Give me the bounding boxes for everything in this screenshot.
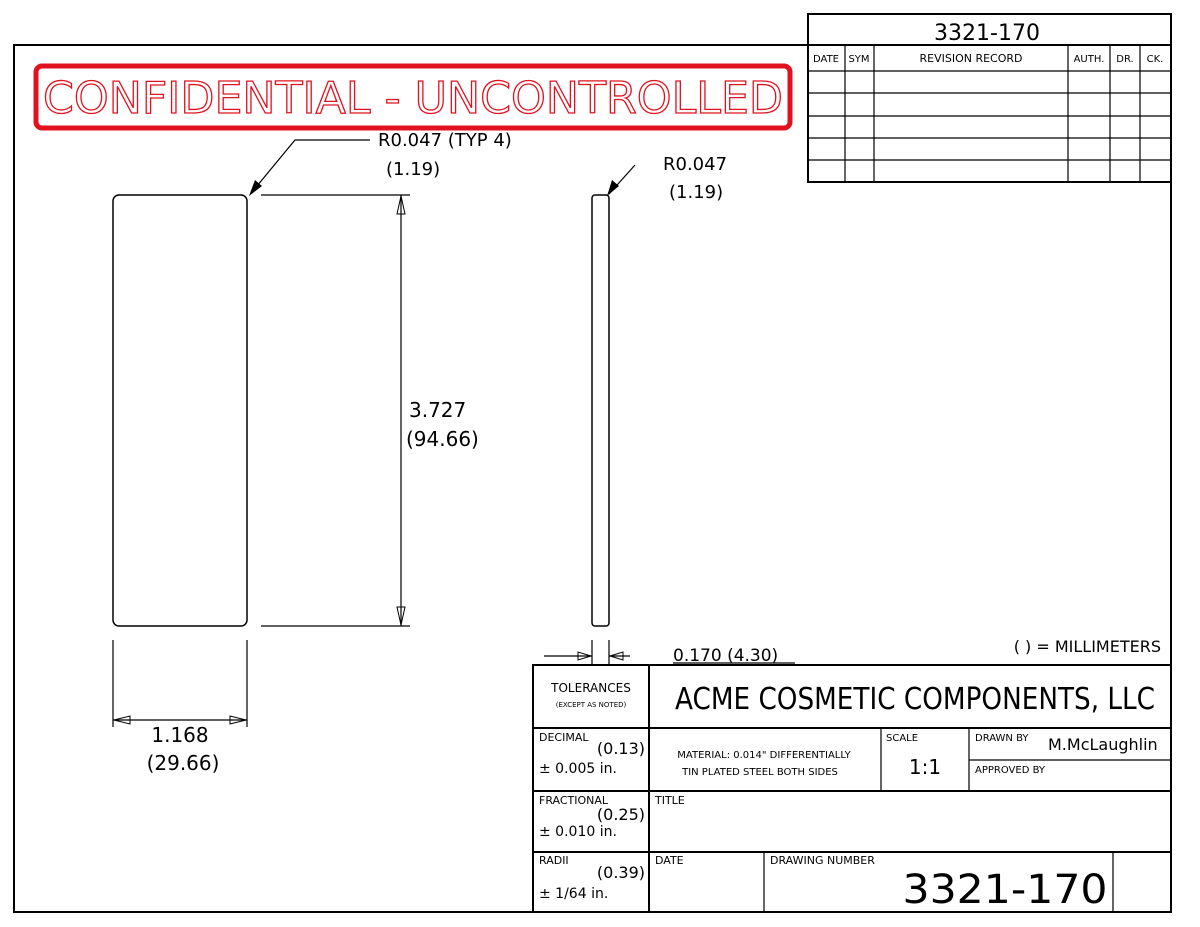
radii-mm: (0.39) — [597, 863, 645, 882]
height-dimension-mm: (94.66) — [406, 427, 479, 451]
drawn-by-label: DRAWN BY — [975, 733, 1029, 744]
radii-label: RADII — [539, 854, 569, 867]
title-label: TITLE — [654, 794, 685, 807]
units-note: ( ) = MILLIMETERS — [1014, 637, 1161, 656]
fractional-label: FRACTIONAL — [539, 794, 609, 807]
rev-header-record: REVISION RECORD — [919, 52, 1022, 65]
tolerances-sublabel: (EXCEPT AS NOTED) — [556, 701, 627, 709]
rev-header-date: DATE — [813, 54, 839, 65]
scale-value: 1:1 — [909, 755, 941, 779]
width-dimension: 1.168 — [151, 723, 208, 747]
front-view-outline — [112, 194, 248, 627]
rev-header-sym: SYM — [848, 54, 869, 65]
confidential-stamp: CONFIDENTIAL - UNCONTROLLED — [33, 63, 793, 131]
material-line-1: MATERIAL: 0.014" DIFFERENTIALLY — [677, 750, 851, 761]
side-view: R0.047 (1.19) 0.170 (4.30) — [544, 154, 795, 666]
side-view-outline — [591, 194, 610, 627]
approved-by-label: APPROVED BY — [975, 765, 1046, 776]
decimal-label: DECIMAL — [539, 731, 589, 744]
tolerances-label: TOLERANCES — [550, 681, 631, 695]
rev-header-ck: CK. — [1147, 54, 1164, 65]
material-line-2: TIN PLATED STEEL BOTH SIDES — [681, 767, 838, 778]
company-name: ACME COSMETIC COMPONENTS, LLC — [675, 682, 1155, 717]
scale-label: SCALE — [886, 733, 918, 744]
front-radius-note-mm: (1.19) — [386, 159, 440, 180]
side-radius-note-mm: (1.19) — [669, 182, 723, 203]
title-block: TOLERANCES (EXCEPT AS NOTED) ACME COSMET… — [532, 664, 1172, 913]
front-view: R0.047 (TYP 4) (1.19) 3.727 (94.66) 1.16… — [112, 130, 512, 775]
decimal-value: ± 0.005 in. — [539, 761, 617, 777]
fractional-value: ± 0.010 in. — [539, 824, 617, 840]
confidential-stamp-text: CONFIDENTIAL - UNCONTROLLED — [43, 73, 783, 124]
side-radius-note: R0.047 — [663, 154, 727, 175]
radii-value: ± 1/64 in. — [539, 886, 608, 902]
width-dimension-mm: (29.66) — [147, 751, 220, 775]
front-radius-note: R0.047 (TYP 4) — [378, 130, 512, 151]
fractional-mm: (0.25) — [597, 805, 645, 824]
rev-header-dr: DR. — [1116, 54, 1133, 65]
drawing-number-label: DRAWING NUMBER — [770, 854, 875, 867]
thickness-dimension: 0.170 (4.30) — [673, 646, 778, 666]
drawn-by-value: M.McLaughlin — [1048, 735, 1158, 754]
height-dimension: 3.727 — [409, 398, 466, 422]
drawing-number: 3321-170 — [903, 867, 1108, 913]
rev-header-auth: AUTH. — [1074, 54, 1105, 65]
decimal-mm: (0.13) — [597, 739, 645, 758]
revision-block: 3321-170 DATE SYM REVISION RECORD AUTH. … — [807, 13, 1172, 183]
date-label: DATE — [655, 854, 684, 867]
revision-drawing-number: 3321-170 — [934, 21, 1040, 46]
